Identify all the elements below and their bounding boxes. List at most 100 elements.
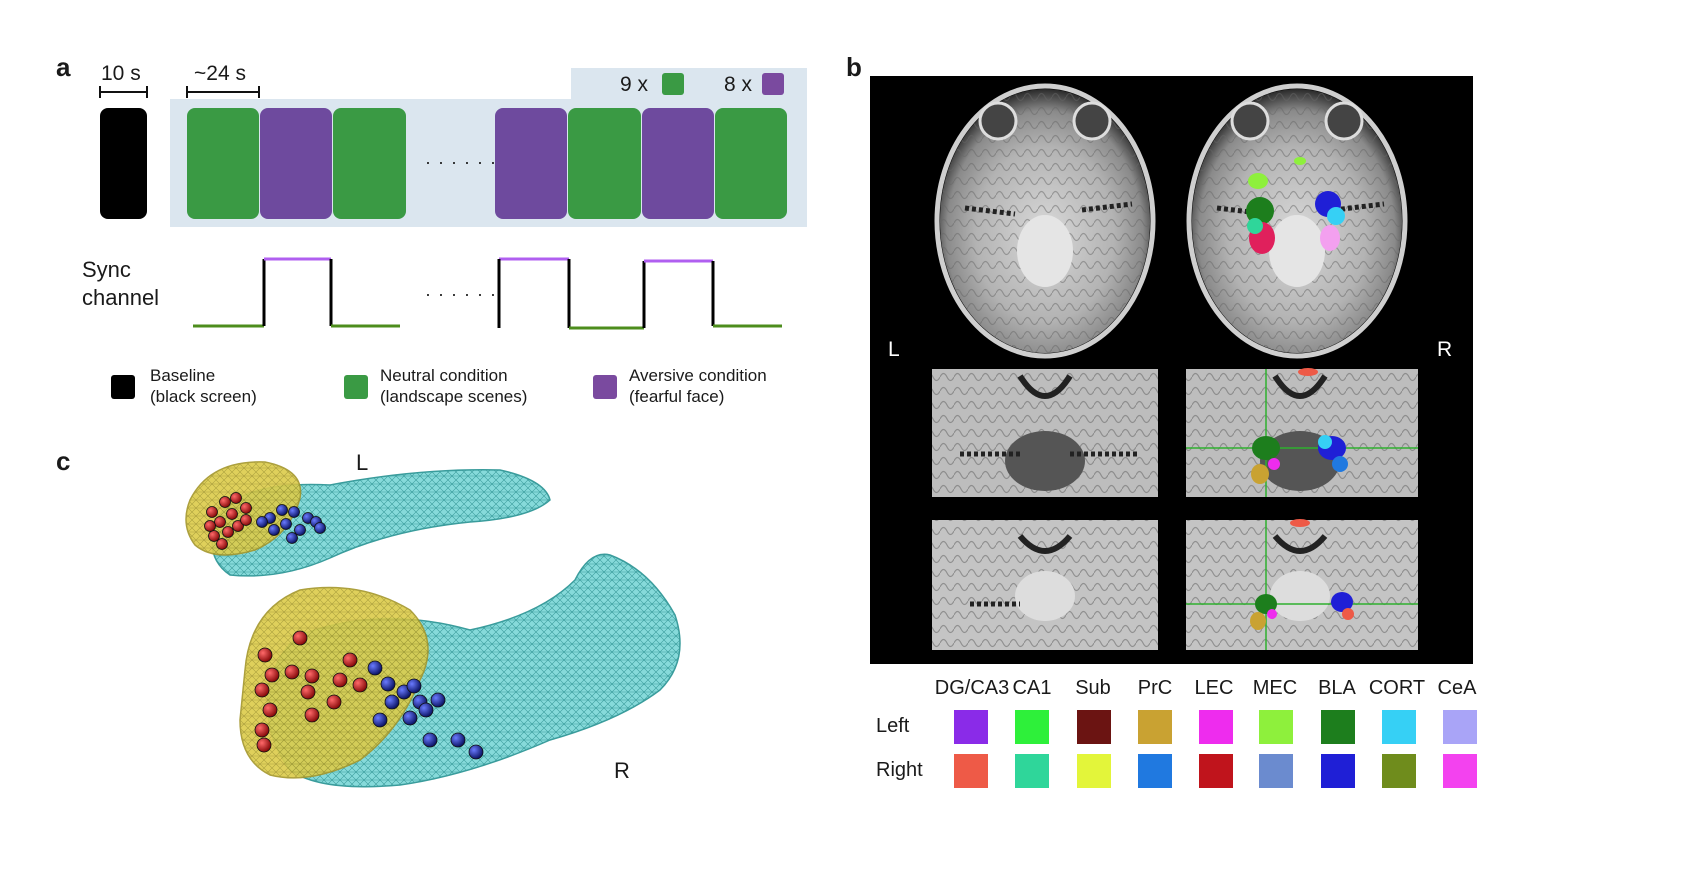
legend-aversive-swatch xyxy=(593,375,617,399)
baseline-scale-bar xyxy=(99,86,148,98)
electrode-contact xyxy=(418,702,434,718)
region-label-bla: BLA xyxy=(1318,677,1356,699)
swatch-right-ca1 xyxy=(1015,754,1049,788)
side-label-right: R xyxy=(1437,338,1453,361)
legend-aversive: Aversive condition (fearful face) xyxy=(629,365,767,407)
electrode-contact xyxy=(294,524,306,536)
electrode-contact xyxy=(292,630,308,646)
hemisphere-label-right: R xyxy=(614,758,630,783)
swatch-right-cea xyxy=(1443,754,1477,788)
swatch-left-prc xyxy=(1138,710,1172,744)
electrode-contact xyxy=(256,516,268,528)
sync-label-line2: channel xyxy=(82,285,160,310)
left-hippocampus-electrodes xyxy=(256,504,326,544)
electrode-contact xyxy=(406,678,422,694)
coronal-slice-labeled-2 xyxy=(1186,519,1418,650)
electrode-contact xyxy=(264,667,280,683)
neutral-block xyxy=(568,108,641,219)
panel-c: L R xyxy=(0,440,840,870)
neutral-count-label: 9 x xyxy=(620,73,649,96)
hemisphere-label-left: L xyxy=(356,450,369,475)
electrode-contact xyxy=(208,530,220,542)
swatch-left-bla xyxy=(1321,710,1355,744)
swatch-right-bla xyxy=(1321,754,1355,788)
swatch-right-lec xyxy=(1199,754,1233,788)
electrode-contact xyxy=(372,712,388,728)
electrode-contact xyxy=(367,660,383,676)
neutral-block xyxy=(187,108,259,219)
swatch-left-dg-ca3 xyxy=(954,710,988,744)
legend-neutral: Neutral condition (landscape scenes) xyxy=(380,365,527,407)
electrode-contact xyxy=(450,732,466,748)
electrode-contact xyxy=(254,722,270,738)
panel-a: 10 s ~24 s xyxy=(0,0,840,430)
neutral-block xyxy=(715,108,787,219)
sync-channel-trace xyxy=(193,257,782,330)
coronal-slice-plain-1 xyxy=(932,369,1158,497)
electrode-contact xyxy=(288,506,300,518)
electrode-contact xyxy=(276,504,288,516)
aversive-block xyxy=(642,108,714,219)
electrode-contact xyxy=(468,744,484,760)
row-label-left: Left xyxy=(876,715,910,737)
axial-slice-labeled xyxy=(1186,83,1408,359)
electrode-contact xyxy=(280,518,292,530)
electrode-contact xyxy=(284,664,300,680)
electrode-contact xyxy=(204,520,216,532)
electrode-contact xyxy=(314,522,326,534)
region-label-prc: PrC xyxy=(1137,677,1173,699)
electrode-contact xyxy=(304,668,320,684)
aversive-count-swatch xyxy=(762,73,784,95)
aversive-block xyxy=(260,108,332,219)
swatch-left-mec xyxy=(1259,710,1293,744)
block-duration-label: ~24 s xyxy=(194,62,246,85)
neutral-block xyxy=(333,108,406,219)
coronal-slice-plain-2 xyxy=(932,520,1158,650)
panel-a-letter: a xyxy=(56,52,71,82)
electrode-contact xyxy=(257,647,273,663)
electrode-contact xyxy=(430,692,446,708)
baseline-block xyxy=(100,108,147,219)
electrode-contact xyxy=(240,514,252,526)
right-hippocampus-electrodes xyxy=(367,660,484,760)
coronal-slice-labeled-1 xyxy=(1186,368,1418,497)
right-amygdala-electrodes xyxy=(254,630,368,753)
electrode-contact xyxy=(332,672,348,688)
swatch-left-sub xyxy=(1077,710,1111,744)
mri-images xyxy=(932,83,1418,650)
swatch-right-prc xyxy=(1138,754,1172,788)
electrode-contact xyxy=(262,702,278,718)
panel-b: L R xyxy=(870,76,1473,664)
swatch-left-cea xyxy=(1443,710,1477,744)
blocks-ellipsis: · · · · · · xyxy=(425,152,497,172)
swatch-right-cort xyxy=(1382,754,1416,788)
left-amygdala-electrodes xyxy=(204,492,252,550)
swatch-left-cort xyxy=(1382,710,1416,744)
electrode-contact xyxy=(206,506,218,518)
sync-ellipsis: · · · · · · xyxy=(425,284,497,304)
electrode-contact xyxy=(256,737,272,753)
electrode-contact xyxy=(226,508,238,520)
electrode-contact xyxy=(219,496,231,508)
row-label-right: Right xyxy=(876,759,923,781)
region-color-legend: DG/CA3 CA1 Sub PrC LEC MEC BLA CORT CeA … xyxy=(860,672,1500,802)
electrode-contact xyxy=(422,732,438,748)
swatch-left-lec xyxy=(1199,710,1233,744)
electrode-contact xyxy=(326,694,342,710)
region-label-mec: MEC xyxy=(1252,677,1298,699)
panel-c-letter: c xyxy=(56,446,71,476)
legend-aversive-desc: (fearful face) xyxy=(629,387,725,406)
electrode-contact xyxy=(380,676,396,692)
panel-a-graphics xyxy=(99,68,807,399)
electrode-contact xyxy=(214,516,226,528)
region-label-ca1: CA1 xyxy=(1012,677,1052,699)
region-label-lec: LEC xyxy=(1194,677,1234,699)
baseline-duration-label: 10 s xyxy=(101,62,141,85)
sync-label-line1: Sync xyxy=(82,257,131,282)
swatch-right-dg-ca3 xyxy=(954,754,988,788)
legend-neutral-swatch xyxy=(344,375,368,399)
electrode-contact xyxy=(230,492,242,504)
aversive-count-label: 8 x xyxy=(724,73,753,96)
electrode-contact xyxy=(268,524,280,536)
electrode-contact xyxy=(232,520,244,532)
